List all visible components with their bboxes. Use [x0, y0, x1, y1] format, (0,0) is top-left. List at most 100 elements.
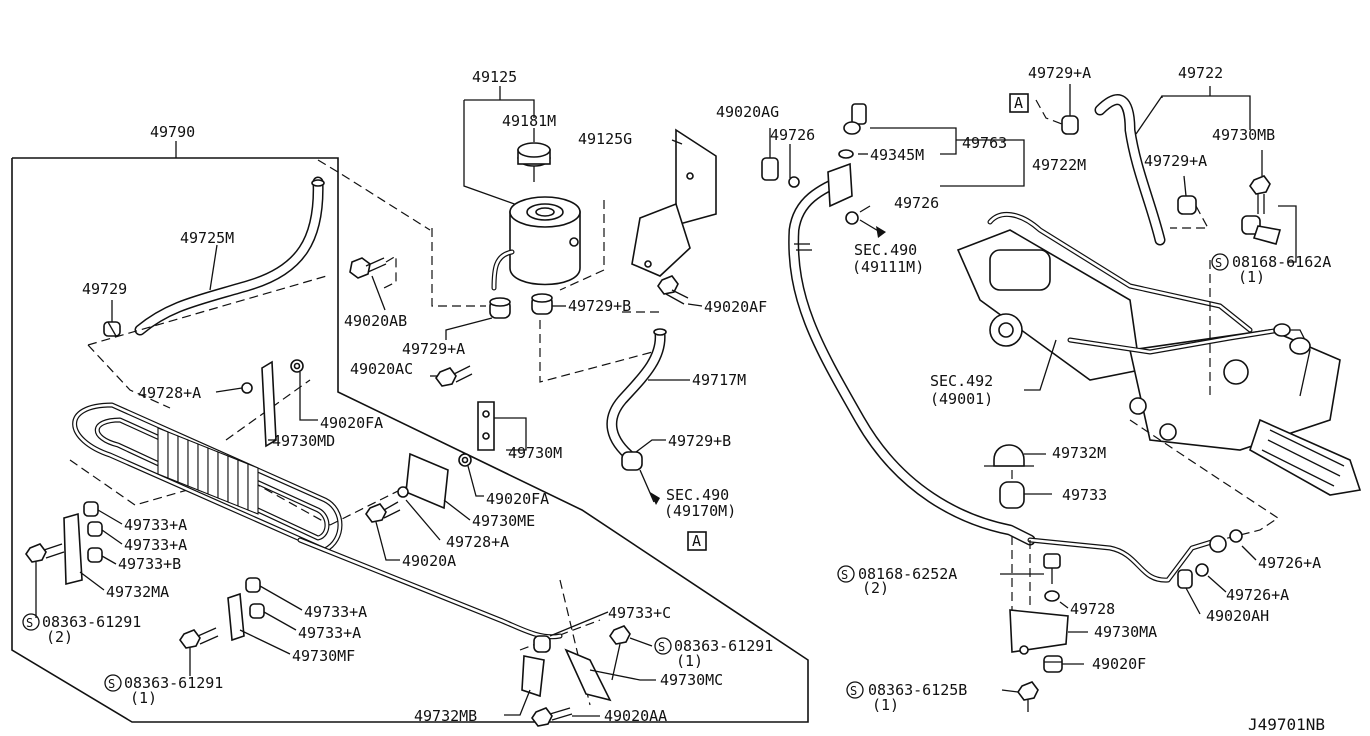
label-49020ah: 49020AH — [1206, 607, 1269, 625]
label-49726-top: 49726 — [770, 126, 815, 144]
label-49763: 49763 — [962, 134, 1007, 152]
marker-a-lower-text: A — [692, 532, 701, 550]
label-49790: 49790 — [150, 123, 195, 141]
bracket-49730mc — [531, 625, 631, 727]
label-49733a-4: 49733+A — [298, 624, 361, 642]
label-08168-6252a-qty: (2) — [862, 579, 889, 597]
label-49730mf: 49730MF — [292, 647, 355, 665]
svg-text:S: S — [841, 568, 848, 582]
clamp-49729a-right — [1177, 195, 1197, 215]
bolt-49020af — [657, 275, 689, 305]
svg-text:S: S — [26, 616, 33, 630]
svg-text:S: S — [108, 677, 115, 691]
bolt-49020ac — [435, 365, 473, 387]
label-49733a-3: 49733+A — [304, 603, 367, 621]
label-08363-61291-left-qty: (2) — [46, 628, 73, 646]
bracket-49730md — [241, 359, 304, 448]
label-49125g: 49125G — [578, 130, 632, 148]
label-sec492-ref: (49001) — [930, 390, 993, 408]
reservoir-49125 — [491, 196, 581, 291]
clamp-49729b-hose — [621, 439, 666, 471]
label-08168-6252a: 08168-6252A — [858, 565, 957, 583]
service-symbols: S S S S S S — [22, 253, 1229, 699]
steering-gear-group — [956, 84, 1362, 712]
label-49730me: 49730ME — [472, 512, 535, 530]
label-49020aa: 49020AA — [604, 707, 667, 725]
reservoir-cap-49181m — [517, 142, 551, 182]
bolt-49020ab — [349, 254, 397, 291]
marker-a-lower: A — [687, 531, 707, 551]
group-outline-49790 — [11, 157, 809, 723]
label-49020a: 49020A — [402, 552, 456, 570]
cooler-fins — [157, 427, 259, 515]
label-sec490-top: SEC.490 — [854, 241, 917, 259]
label-49730mc: 49730MC — [660, 671, 723, 689]
label-49732mb: 49732MB — [414, 707, 477, 725]
fittings-49763 — [761, 103, 867, 225]
bracket-49730ma-stack — [1009, 553, 1069, 712]
hose-49717m — [606, 328, 667, 464]
label-49729b-top: 49729+B — [568, 297, 631, 315]
bush-49733 — [999, 481, 1025, 509]
label-08363-6125b-qty: (1) — [872, 696, 899, 714]
steering-rack-housing — [956, 212, 1362, 496]
bolt-49730mb — [1241, 175, 1282, 245]
label-49730md: 49730MD — [272, 432, 335, 450]
label-08168-6162a: 08168-6162A — [1232, 253, 1331, 271]
label-08363-6125b: 08363-6125B — [868, 681, 967, 699]
label-49722m: 49722M — [1032, 156, 1086, 174]
svg-text:S: S — [1215, 256, 1222, 270]
label-49733b: 49733+B — [118, 555, 181, 573]
label-49729: 49729 — [82, 280, 127, 298]
part-labels: 49790 49725M 49729 49020AB 49729+A 49020… — [42, 64, 1331, 734]
label-08363-61291-mid: 08363-61291 — [674, 637, 773, 655]
label-08168-6162a-qty: (1) — [1238, 268, 1265, 286]
fittings-49726a — [1177, 529, 1243, 589]
cooler-assembly-group — [11, 141, 809, 727]
label-49726a-1: 49726+A — [1258, 554, 1321, 572]
clamp-49733c — [521, 635, 551, 698]
label-49020f: 49020F — [1092, 655, 1146, 673]
label-49730m: 49730M — [508, 444, 562, 462]
label-49733a-2: 49733+A — [124, 536, 187, 554]
label-49020ac: 49020AC — [350, 360, 413, 378]
clamp-49729b-reservoir — [531, 293, 553, 315]
label-49728: 49728 — [1070, 600, 1115, 618]
label-49729a-right: 49729+A — [1144, 152, 1207, 170]
pressure-line-49722m — [788, 172, 1221, 583]
label-49733c: 49733+C — [608, 604, 671, 622]
label-sec490-low: SEC.490 — [666, 486, 729, 504]
label-49726-mid: 49726 — [894, 194, 939, 212]
label-49717m: 49717M — [692, 371, 746, 389]
label-49730mb: 49730MB — [1212, 126, 1275, 144]
label-49722: 49722 — [1178, 64, 1223, 82]
label-49733a-1: 49733+A — [124, 516, 187, 534]
label-49732ma: 49732MA — [106, 583, 169, 601]
label-49729a-left: 49729+A — [402, 340, 465, 358]
label-49345m: 49345M — [870, 146, 924, 164]
label-sec490-top-ref: (49111M) — [852, 258, 924, 276]
bolt-49020a — [365, 501, 401, 523]
label-49726a-2: 49726+A — [1226, 586, 1289, 604]
label-49728a-top: 49728+A — [138, 384, 201, 402]
label-49730ma: 49730MA — [1094, 623, 1157, 641]
marker-a-top: A — [1009, 93, 1029, 113]
label-08363-61291-mid-qty: (1) — [676, 652, 703, 670]
label-49181m: 49181M — [502, 112, 556, 130]
clamp-49729 — [103, 321, 121, 337]
hose-49725m — [134, 176, 325, 336]
clamp-49729a-reservoir — [489, 297, 511, 319]
bracket-49730m — [477, 401, 495, 451]
svg-text:S: S — [658, 640, 665, 654]
grommets-49733 — [25, 501, 103, 586]
bracket-49125g — [631, 128, 717, 277]
label-49728a-mid: 49728+A — [446, 533, 509, 551]
bracket-49732m — [984, 444, 1034, 467]
bracket-49730me — [397, 452, 472, 510]
grommets-49733-center — [179, 577, 265, 649]
label-49020fa-top: 49020FA — [320, 414, 383, 432]
label-49733: 49733 — [1062, 486, 1107, 504]
label-49020af: 49020AF — [704, 298, 767, 316]
label-08363-61291-left: 08363-61291 — [42, 613, 141, 631]
